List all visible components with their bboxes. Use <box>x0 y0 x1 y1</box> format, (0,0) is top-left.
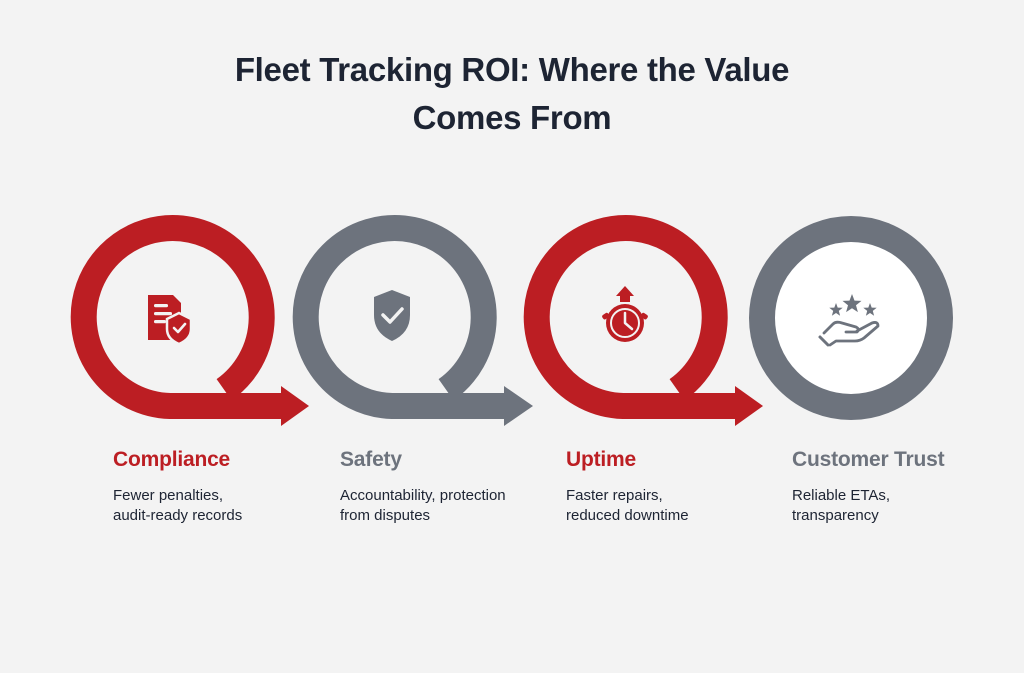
step-desc-customer-trust-line-2: transparency <box>792 507 879 524</box>
step-desc-compliance-line-1: Fewer penalties, <box>113 487 224 504</box>
step-compliance-loop <box>70 215 309 426</box>
stopwatch-icon <box>602 286 648 342</box>
step-desc-customer-trust: Reliable ETAs, transparency <box>792 486 890 526</box>
step-desc-compliance-line-2: audit-ready records <box>113 507 243 524</box>
step-title-safety: Safety <box>340 448 402 471</box>
step-desc-safety-line-1: Accountability, protection <box>340 487 506 504</box>
page-title: Fleet Tracking ROI: Where the Value Come… <box>0 46 1024 142</box>
compliance-loop-arc <box>70 215 283 419</box>
step-desc-uptime-line-2: reduced downtime <box>566 507 689 524</box>
shield-check-icon <box>374 290 410 341</box>
hand-stars-icon <box>818 294 880 347</box>
step-title-compliance: Compliance <box>113 448 231 471</box>
safety-arrow-head <box>504 386 533 426</box>
document-shield-icon <box>148 295 193 346</box>
step-desc-uptime-line-1: Faster repairs, <box>566 487 663 504</box>
step-desc-compliance: Fewer penalties, audit-ready records <box>113 486 242 526</box>
step-uptime-loop <box>523 215 763 426</box>
title-line-1: Fleet Tracking ROI: Where the Value <box>234 51 790 88</box>
step-title-uptime: Uptime <box>566 448 636 471</box>
compliance-arrow-head <box>281 386 309 426</box>
uptime-arrow-head <box>735 386 763 426</box>
step-desc-safety: Accountability, protection from disputes <box>340 486 506 526</box>
step-title-customer-trust: Customer Trust <box>792 448 945 471</box>
step-desc-customer-trust-line-1: Reliable ETAs, <box>792 487 891 504</box>
title-line-2: Comes From <box>412 99 612 136</box>
uptime-loop-arc <box>523 215 737 419</box>
step-desc-uptime: Faster repairs, reduced downtime <box>566 486 689 526</box>
step-desc-safety-line-2: from disputes <box>340 507 431 524</box>
step-safety-loop <box>292 215 533 426</box>
step-customer-trust-circle <box>749 216 953 420</box>
safety-loop-arc <box>292 215 506 419</box>
customer-trust-ring <box>749 216 953 420</box>
